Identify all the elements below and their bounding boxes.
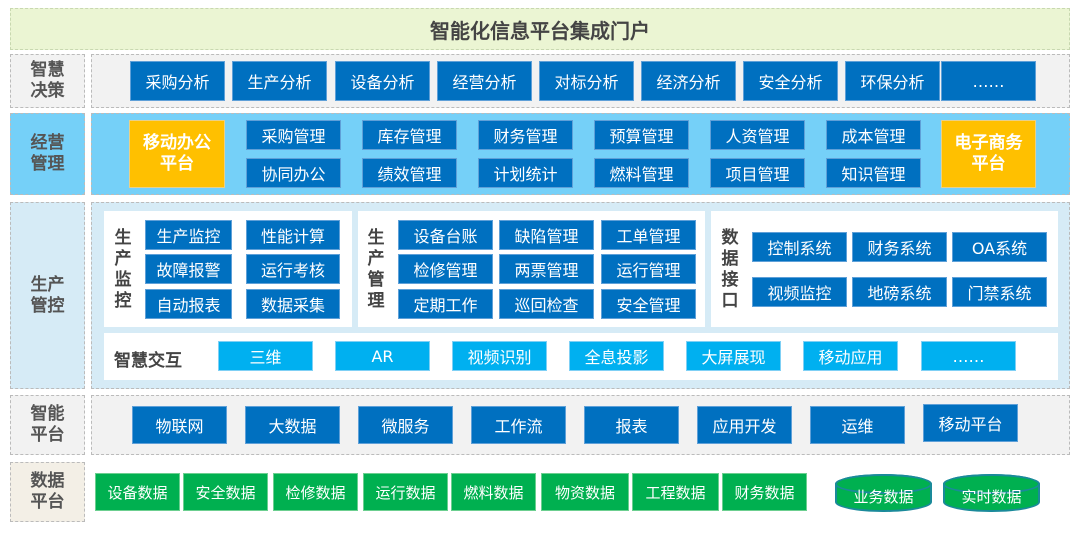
- platform-item[interactable]: 应用开发: [697, 406, 792, 444]
- monitor-label: 生产监控: [114, 228, 132, 311]
- management-item[interactable]: 燃料管理: [594, 158, 689, 188]
- management-item[interactable]: 绩效管理: [362, 158, 457, 188]
- interface-label: 数据接口: [721, 228, 739, 311]
- platform-item[interactable]: 运维: [810, 406, 905, 444]
- management-item[interactable]: 知识管理: [826, 158, 921, 188]
- interface-item[interactable]: 财务系统: [852, 232, 947, 262]
- interface-item[interactable]: 地磅系统: [852, 277, 947, 307]
- interaction-item[interactable]: 大屏展现: [686, 341, 781, 371]
- manage-item[interactable]: 两票管理: [499, 254, 594, 284]
- management-item[interactable]: 计划统计: [478, 158, 573, 188]
- platform-item[interactable]: 移动平台: [923, 404, 1018, 442]
- interface-item[interactable]: 控制系统: [752, 232, 847, 262]
- interaction-label: 智慧交互: [114, 351, 182, 371]
- data-item[interactable]: 运行数据: [363, 473, 448, 511]
- interaction-item[interactable]: ……: [921, 341, 1016, 371]
- e-commerce-platform[interactable]: 电子商务平台: [941, 120, 1036, 188]
- decision-item[interactable]: 生产分析: [232, 61, 327, 101]
- decision-item[interactable]: 设备分析: [335, 61, 430, 101]
- interface-item[interactable]: 视频监控: [752, 277, 847, 307]
- interaction-item[interactable]: 全息投影: [569, 341, 664, 371]
- data-item[interactable]: 检修数据: [273, 473, 358, 511]
- decision-item[interactable]: 经营分析: [437, 61, 532, 101]
- platform-item[interactable]: 大数据: [245, 406, 340, 444]
- interface-panel: [711, 211, 1058, 327]
- management-area: [91, 113, 1070, 195]
- platform-item[interactable]: 工作流: [471, 406, 566, 444]
- interface-item[interactable]: 门禁系统: [952, 277, 1047, 307]
- decision-item[interactable]: 安全分析: [743, 61, 838, 101]
- data-item[interactable]: 物资数据: [541, 473, 629, 511]
- data-item[interactable]: 工程数据: [632, 473, 719, 511]
- data-item[interactable]: 设备数据: [95, 473, 180, 511]
- row-label-management: 经营管理: [10, 113, 85, 195]
- management-item[interactable]: 采购管理: [246, 120, 341, 150]
- manage-item[interactable]: 检修管理: [398, 254, 493, 284]
- page-title: 智能化信息平台集成门户: [10, 8, 1070, 50]
- management-item[interactable]: 预算管理: [594, 120, 689, 150]
- database-cylinder[interactable]: 实时数据: [943, 474, 1040, 512]
- database-label: 实时数据: [961, 487, 1022, 506]
- manage-item[interactable]: 缺陷管理: [499, 220, 594, 250]
- monitor-item[interactable]: 生产监控: [145, 220, 232, 250]
- database-label: 业务数据: [853, 487, 914, 506]
- row-label-decision: 智慧决策: [10, 54, 85, 108]
- platform-item[interactable]: 微服务: [358, 406, 453, 444]
- manage-item[interactable]: 安全管理: [601, 289, 696, 319]
- manage-item[interactable]: 定期工作: [398, 289, 493, 319]
- management-item[interactable]: 人资管理: [710, 120, 805, 150]
- data-item[interactable]: 财务数据: [722, 473, 807, 511]
- monitor-item[interactable]: 自动报表: [145, 289, 232, 319]
- interaction-item[interactable]: 三维: [218, 341, 313, 371]
- management-item[interactable]: 项目管理: [710, 158, 805, 188]
- decision-item[interactable]: ……: [941, 61, 1036, 101]
- decision-item[interactable]: 采购分析: [130, 61, 225, 101]
- monitor-item[interactable]: 故障报警: [145, 254, 232, 284]
- data-item[interactable]: 安全数据: [183, 473, 268, 511]
- manage-item[interactable]: 设备台账: [398, 220, 493, 250]
- interface-item[interactable]: OA系统: [952, 232, 1047, 262]
- manage-label: 生产管理: [367, 228, 385, 311]
- manage-item[interactable]: 巡回检查: [499, 289, 594, 319]
- platform-item[interactable]: 物联网: [132, 406, 227, 444]
- management-item[interactable]: 财务管理: [478, 120, 573, 150]
- monitor-item[interactable]: 运行考核: [246, 254, 340, 284]
- interaction-item[interactable]: 视频识别: [452, 341, 547, 371]
- decision-item[interactable]: 对标分析: [539, 61, 634, 101]
- management-item[interactable]: 成本管理: [826, 120, 921, 150]
- data-item[interactable]: 燃料数据: [451, 473, 536, 511]
- manage-item[interactable]: 运行管理: [601, 254, 696, 284]
- management-item[interactable]: 库存管理: [362, 120, 457, 150]
- row-label-platform: 智能平台: [10, 395, 85, 455]
- decision-item[interactable]: 环保分析: [845, 61, 940, 101]
- decision-item[interactable]: 经济分析: [641, 61, 736, 101]
- row-label-production: 生产管控: [10, 202, 85, 389]
- manage-item[interactable]: 工单管理: [601, 220, 696, 250]
- management-item[interactable]: 协同办公: [246, 158, 341, 188]
- interaction-item[interactable]: 移动应用: [803, 341, 898, 371]
- interaction-item[interactable]: AR: [335, 341, 430, 371]
- monitor-item[interactable]: 数据采集: [246, 289, 340, 319]
- mobile-office-platform[interactable]: 移动办公平台: [129, 120, 225, 188]
- database-cylinder[interactable]: 业务数据: [835, 474, 932, 512]
- platform-item[interactable]: 报表: [584, 406, 679, 444]
- row-label-data: 数据平台: [10, 462, 85, 522]
- monitor-item[interactable]: 性能计算: [246, 220, 340, 250]
